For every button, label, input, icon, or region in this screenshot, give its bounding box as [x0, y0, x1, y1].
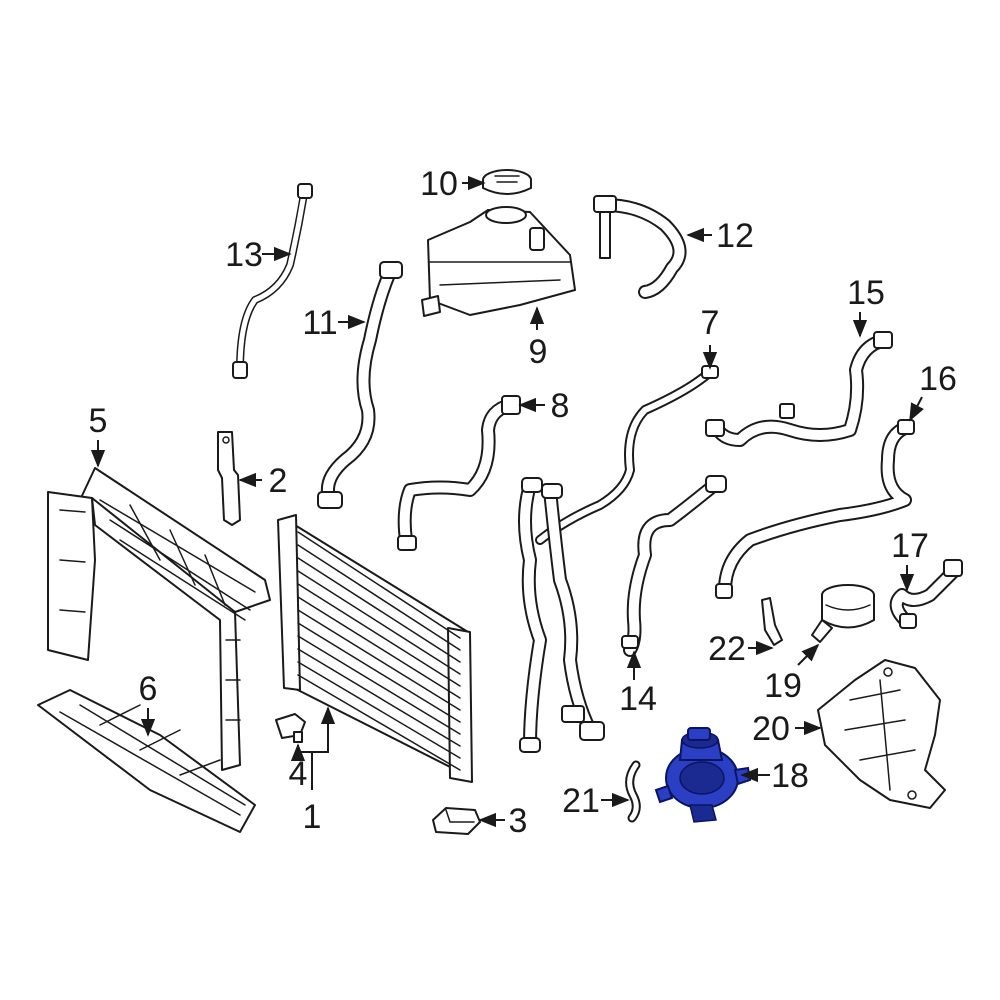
part-13-vent-hose[interactable] — [232, 183, 313, 379]
callout-22: 22 — [708, 630, 746, 668]
part-7-hose-assembly[interactable] — [518, 365, 719, 753]
callout-19: 19 — [764, 667, 802, 705]
callout-labels: 1 2 3 4 5 6 7 8 9 10 11 12 13 14 15 16 1… — [89, 165, 957, 840]
part-20-heat-shield[interactable] — [817, 659, 946, 809]
callout-4: 4 — [289, 755, 308, 793]
part-10-reservoir-cap[interactable] — [482, 169, 532, 195]
callout-6: 6 — [139, 670, 158, 708]
part-5-radiator-support[interactable] — [47, 467, 271, 771]
callout-9: 9 — [529, 333, 548, 371]
callout-5: 5 — [89, 402, 108, 440]
part-14-hose[interactable] — [621, 475, 727, 657]
part-17-hose[interactable] — [889, 559, 963, 629]
callout-17: 17 — [891, 527, 929, 565]
part-15-hose[interactable] — [705, 331, 893, 447]
part-1-radiator[interactable] — [277, 514, 473, 783]
callout-18: 18 — [771, 757, 809, 795]
part-8-hose[interactable] — [397, 395, 521, 551]
part-2-bracket[interactable] — [217, 431, 241, 526]
callout-15: 15 — [847, 274, 885, 312]
callout-2: 2 — [269, 462, 288, 500]
callout-1: 1 — [303, 798, 322, 836]
callout-21: 21 — [562, 782, 600, 820]
part-12-hose[interactable] — [593, 195, 687, 299]
part-9-expansion-tank[interactable] — [421, 206, 576, 317]
callout-3: 3 — [509, 802, 528, 840]
callout-11: 11 — [302, 304, 337, 342]
callout-8: 8 — [551, 387, 570, 425]
part-21-hose[interactable] — [625, 760, 641, 823]
part-16-hose[interactable] — [715, 419, 915, 599]
callout-16: 16 — [919, 360, 957, 398]
callout-20: 20 — [752, 710, 790, 748]
callout-7: 7 — [701, 304, 720, 342]
callout-10: 10 — [420, 165, 458, 203]
part-19-auxiliary-pump[interactable] — [811, 584, 875, 643]
part-6-air-guide[interactable] — [37, 689, 256, 833]
callout-13: 13 — [225, 236, 263, 274]
part-11-hose[interactable] — [317, 261, 403, 509]
part-22-clip[interactable] — [761, 597, 783, 646]
leader-lines — [90, 175, 924, 828]
callout-14: 14 — [619, 680, 657, 718]
part-3-mount[interactable] — [432, 807, 481, 835]
part-18-water-pump[interactable] — [654, 727, 752, 823]
part-4-sensor[interactable] — [275, 713, 306, 743]
callout-12: 12 — [716, 217, 754, 255]
